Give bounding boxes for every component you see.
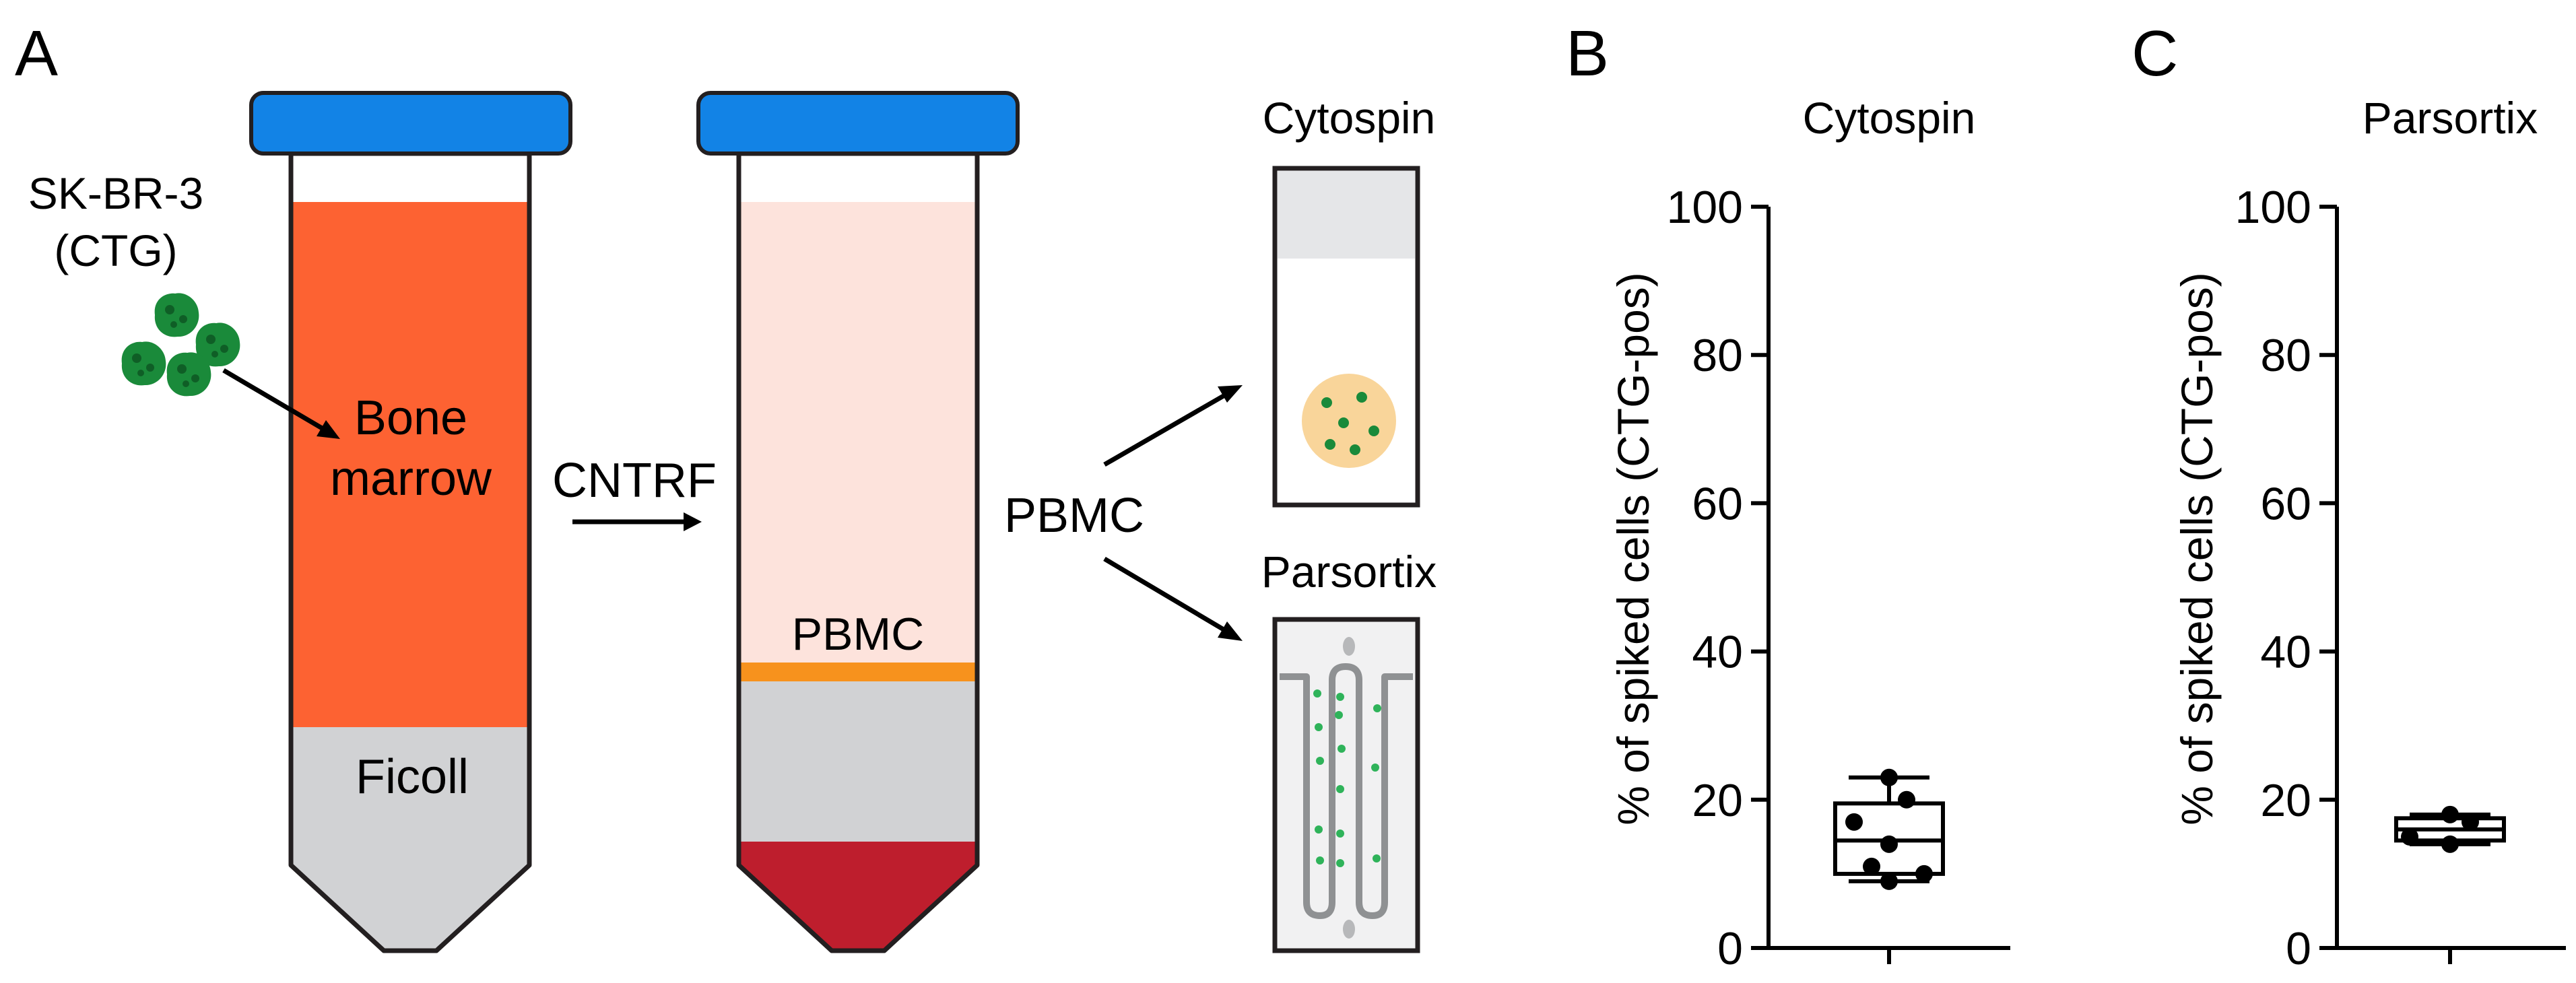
chart-b-title: Cytospin: [1803, 93, 1976, 143]
panel-b-letter: B: [1566, 18, 1609, 90]
tumor-cell: [121, 341, 166, 386]
cassette-outlet: [1343, 920, 1355, 939]
chart-c-plot: 0 20 40 60 80 100: [2235, 182, 2566, 974]
centrifuge-label: CNTRF: [552, 454, 717, 508]
pbmc-source-label: PBMC: [1004, 489, 1144, 543]
tumor-cell: [154, 293, 199, 337]
centrifuge-arrow: [572, 512, 702, 531]
arrow-to-cytospin: [1103, 385, 1243, 467]
chart-c-ylabel: % of spiked cells (CTG-pos): [2172, 272, 2222, 825]
data-point: [1915, 865, 1933, 883]
y-tick-label: 40: [2260, 627, 2311, 678]
y-tick-label: 20: [2260, 775, 2311, 826]
data-point: [1845, 813, 1863, 831]
data-point: [1880, 835, 1898, 853]
tube-cap: [249, 91, 572, 156]
slide-frosted-end: [1278, 171, 1415, 259]
y-tick-label: 60: [1692, 478, 1743, 529]
data-point: [1898, 790, 1915, 809]
panel-c: C Parsortix % of spiked cells (CTG-pos) …: [2132, 18, 2566, 974]
red-cell-layer: [739, 842, 977, 949]
panel-a-letter: A: [15, 18, 58, 90]
cytospin-cells: [1321, 392, 1379, 455]
spike-arrow: [222, 368, 340, 439]
cell-stain-label: (CTG): [54, 226, 177, 275]
data-point: [1863, 857, 1880, 875]
data-point: [2462, 813, 2479, 831]
y-tick-label: 80: [2260, 330, 2311, 381]
pbmc-band: [739, 663, 977, 681]
cassette-inlet: [1343, 637, 1355, 656]
cytospin-slide: [1272, 166, 1420, 508]
data-point: [2441, 805, 2459, 823]
plasma-layer: [739, 202, 977, 663]
panel-a: A Bone marrow Ficoll SK-BR-3 (CTG): [15, 18, 1436, 953]
y-tick-label: 40: [1692, 627, 1743, 678]
y-tick-label: 80: [1692, 330, 1743, 381]
tumor-cell: [195, 323, 240, 367]
arrow-to-parsortix: [1103, 556, 1243, 641]
chart-b-plot: 0 20 40 60 80 100: [1667, 182, 2010, 974]
bone-marrow-label-2: marrow: [330, 452, 492, 506]
y-tick-label: 0: [1717, 923, 1743, 974]
bone-marrow-label-1: Bone: [354, 391, 467, 445]
ficoll-layer: [291, 727, 529, 949]
parsortix-title: Parsortix: [1261, 547, 1436, 597]
tube-cap-2: [696, 91, 1020, 156]
data-point: [2401, 827, 2418, 846]
parsortix-cassette: [1272, 617, 1420, 953]
panel-c-letter: C: [2132, 18, 2178, 90]
tube-before-centrifuge: Bone marrow Ficoll: [249, 91, 572, 953]
cytospin-title: Cytospin: [1263, 93, 1436, 143]
y-tick-label: 100: [2235, 182, 2311, 233]
ficoll-layer-2: [739, 681, 977, 842]
cassette-channel: [1280, 663, 1413, 919]
y-tick-label: 60: [2260, 478, 2311, 529]
tumor-cell: [166, 352, 211, 397]
data-point: [1880, 768, 1898, 786]
bone-marrow-layer: [291, 202, 529, 727]
panel-b: B Cytospin % of spiked cells (CTG-pos) 0…: [1566, 18, 2010, 974]
cell-line-label: SK-BR-3: [28, 168, 203, 218]
chart-b-ylabel: % of spiked cells (CTG-pos): [1608, 272, 1658, 825]
tube-after-centrifuge: PBMC: [696, 91, 1020, 953]
data-point: [2441, 835, 2459, 853]
ficoll-label: Ficoll: [356, 750, 469, 804]
y-tick-label: 100: [1667, 182, 1743, 233]
data-point: [1880, 872, 1898, 890]
captured-cells: [1313, 689, 1381, 867]
tumor-cell-cluster: [121, 293, 240, 397]
y-tick-label: 20: [1692, 775, 1743, 826]
chart-c-title: Parsortix: [2363, 93, 2538, 143]
y-tick-label: 0: [2286, 923, 2311, 974]
pbmc-layer-label: PBMC: [792, 609, 924, 660]
cytospin-spot: [1302, 374, 1396, 468]
